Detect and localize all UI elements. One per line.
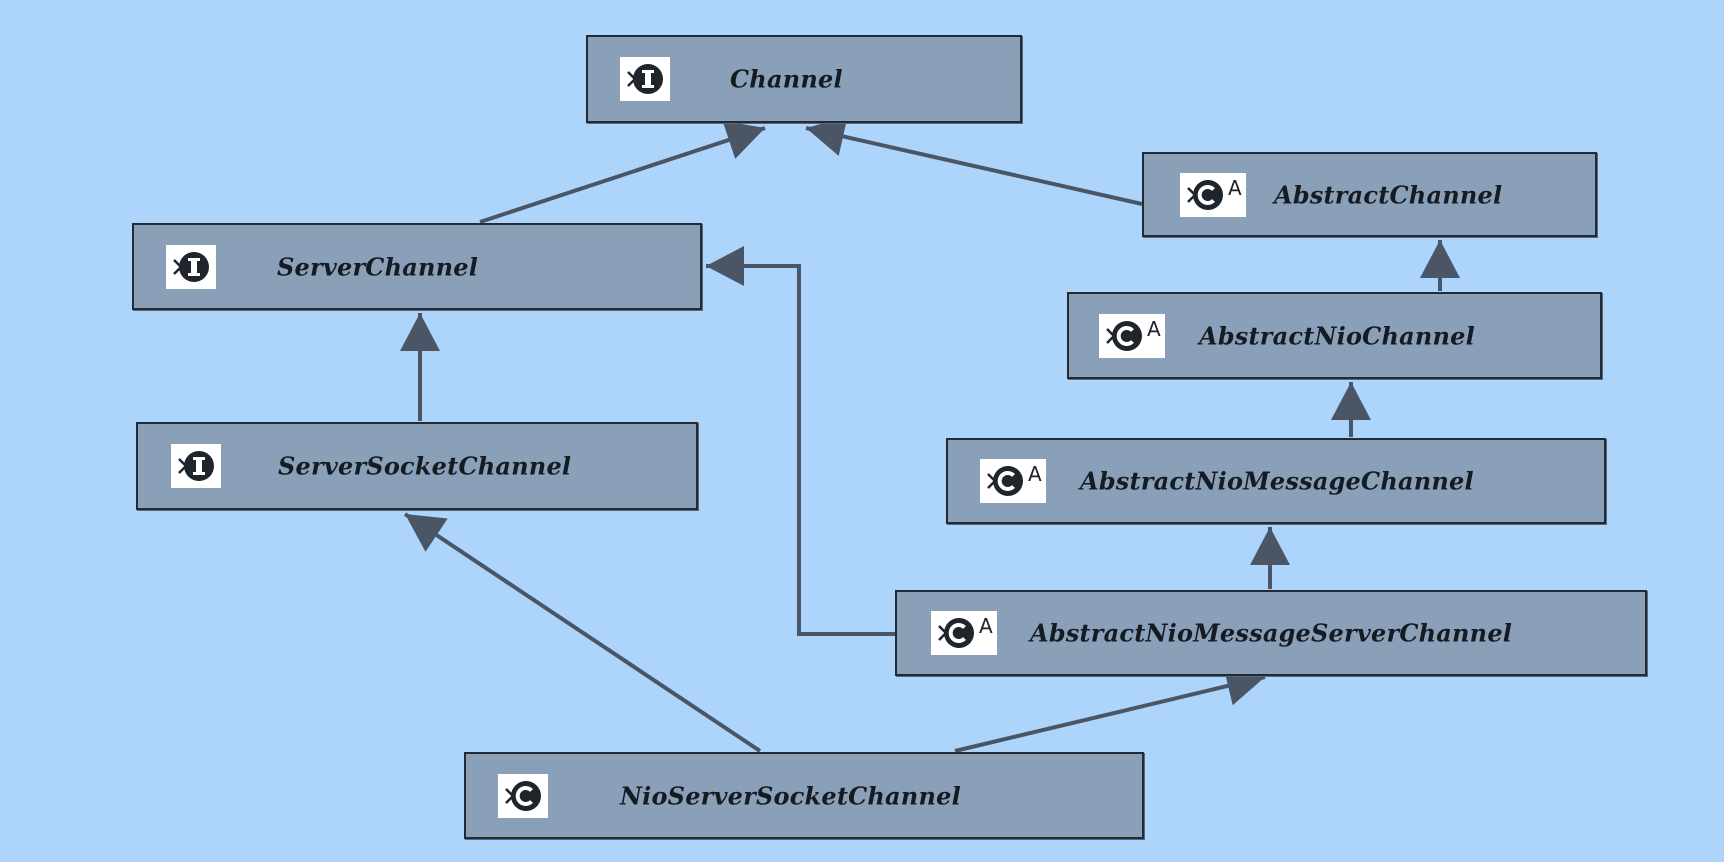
class-icon xyxy=(498,773,548,818)
arrowhead-icon xyxy=(1420,240,1460,278)
node-nio-server-socket-channel[interactable]: NioServerSocketChannel xyxy=(464,752,1144,839)
arrowhead-icon xyxy=(706,246,744,286)
node-channel[interactable]: Channel xyxy=(586,35,1022,123)
arrowhead-icon xyxy=(400,313,440,351)
edge-abstract-nio-message-server-channel-to-server-channel xyxy=(706,264,895,636)
abstract-class-icon: A xyxy=(980,459,1046,503)
node-server-socket-channel[interactable]: ServerSocketChannel xyxy=(136,422,698,510)
node-label: ServerChannel xyxy=(277,252,479,281)
arrowhead-icon xyxy=(1250,527,1290,565)
node-server-channel[interactable]: ServerChannel xyxy=(132,223,702,310)
node-abstract-nio-channel[interactable]: A AbstractNioChannel xyxy=(1067,292,1602,379)
edge-server-channel-to-channel xyxy=(479,126,766,224)
interface-icon xyxy=(620,57,670,101)
node-abstract-nio-message-server-channel[interactable]: A AbstractNioMessageServerChannel xyxy=(895,590,1647,676)
interface-icon xyxy=(166,244,216,289)
arrowhead-icon xyxy=(1331,382,1371,420)
edge-nio-server-socket-channel-to-abstract-nio-message-server-channel xyxy=(954,675,1266,753)
abstract-class-icon: A xyxy=(1099,313,1165,358)
node-label: Channel xyxy=(730,64,843,94)
arrowhead-icon xyxy=(806,116,848,156)
node-label: AbstractChannel xyxy=(1274,180,1503,209)
edge-abstract-channel-to-channel xyxy=(805,126,1143,206)
arrowhead-icon xyxy=(1223,666,1265,706)
node-label: AbstractNioMessageChannel xyxy=(1080,466,1474,496)
node-label: AbstractNioChannel xyxy=(1199,321,1475,350)
node-abstract-channel[interactable]: A AbstractChannel xyxy=(1142,152,1597,237)
arrowhead-icon xyxy=(405,514,448,552)
node-label: NioServerSocketChannel xyxy=(620,781,961,810)
node-label: AbstractNioMessageServerChannel xyxy=(1030,618,1513,648)
edge-nio-server-socket-channel-to-server-socket-channel xyxy=(403,512,762,753)
node-label: ServerSocketChannel xyxy=(278,451,572,481)
arrowhead-icon xyxy=(722,120,765,159)
node-abstract-nio-message-channel[interactable]: A AbstractNioMessageChannel xyxy=(946,438,1606,524)
interface-icon xyxy=(171,444,221,488)
abstract-class-icon: A xyxy=(931,611,997,655)
abstract-class-icon: A xyxy=(1180,172,1246,217)
